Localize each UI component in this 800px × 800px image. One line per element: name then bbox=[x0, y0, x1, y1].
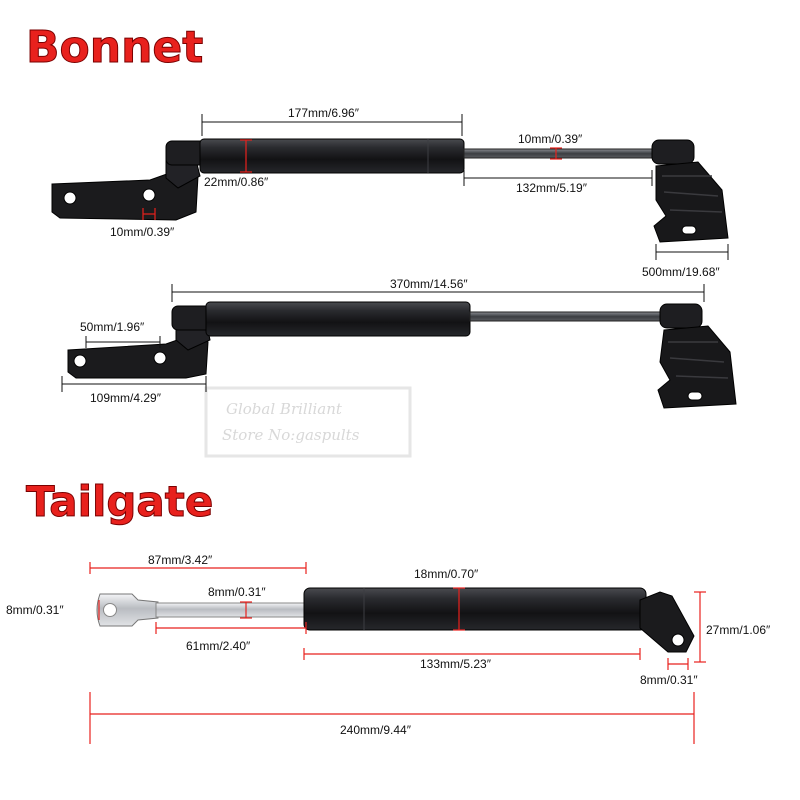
label-body-diameter: 18mm/0.70″ bbox=[414, 567, 479, 581]
strut-rod bbox=[469, 311, 667, 322]
bracket-hole bbox=[63, 191, 77, 205]
label-hole-spacing: 50mm/1.96″ bbox=[80, 320, 145, 334]
strut-body bbox=[205, 301, 471, 337]
watermark-line-1: Global Brilliant bbox=[226, 400, 343, 418]
label-bracket-length: 109mm/4.29″ bbox=[90, 391, 162, 405]
bonnet-strut-2-dimensions: 370mm/14.56″ 50mm/1.96″ 109mm/4.29″ bbox=[61, 277, 705, 405]
bracket-hole bbox=[73, 354, 87, 368]
strut-body bbox=[199, 138, 465, 174]
label-hole-diameter: 10mm/0.39″ bbox=[110, 225, 175, 239]
label-bracket-span: 500mm/19.68″ bbox=[642, 265, 720, 279]
tailgate-strut-dimensions: 87mm/3.42″ 8mm/0.31″ 8mm/0.31″ 18mm/0.70… bbox=[6, 553, 771, 744]
end-fitting bbox=[639, 591, 695, 653]
tailgate-heading: Tailgate bbox=[26, 477, 213, 526]
label-total-length: 370mm/14.56″ bbox=[390, 277, 468, 291]
bonnet-heading: Bonnet bbox=[26, 22, 203, 73]
label-rod-diameter: 10mm/0.39″ bbox=[518, 132, 583, 146]
left-bracket bbox=[67, 333, 209, 379]
strut-body bbox=[303, 587, 647, 631]
right-bracket bbox=[653, 161, 729, 243]
left-bracket bbox=[51, 169, 199, 221]
label-total-length: 240mm/9.44″ bbox=[340, 723, 412, 737]
bonnet-strut-1 bbox=[51, 138, 729, 243]
label-rod-end-length: 87mm/3.42″ bbox=[148, 553, 213, 567]
bonnet-strut-1-dimensions: 177mm/6.96″ 22mm/0.86″ 10mm/0.39″ 132mm/… bbox=[110, 106, 729, 279]
label-body-diameter: 22mm/0.86″ bbox=[204, 175, 269, 189]
chrome-eye-end bbox=[96, 593, 159, 627]
label-eye-diameter: 8mm/0.31″ bbox=[6, 603, 64, 617]
tailgate-strut bbox=[96, 587, 695, 653]
strut-rod bbox=[463, 148, 659, 159]
label-rod-length: 61mm/2.40″ bbox=[186, 639, 251, 653]
watermark: Global Brilliant Store No:gaspults bbox=[204, 386, 412, 458]
bonnet-strut-2 bbox=[67, 301, 737, 409]
label-rod-length: 132mm/5.19″ bbox=[516, 181, 588, 195]
label-body-length: 177mm/6.96″ bbox=[288, 106, 360, 120]
label-rod-diameter: 8mm/0.31″ bbox=[208, 585, 266, 599]
watermark-line-2: Store No:gaspults bbox=[222, 426, 360, 444]
right-bracket bbox=[657, 325, 737, 409]
label-body-length: 133mm/5.23″ bbox=[420, 657, 492, 671]
label-end-eye-diameter: 8mm/0.31″ bbox=[640, 673, 698, 687]
eye-hole bbox=[671, 633, 685, 647]
bracket-hole bbox=[153, 351, 167, 365]
eye-hole bbox=[103, 603, 117, 617]
bracket-hole bbox=[142, 188, 156, 202]
strut-rod bbox=[155, 602, 307, 618]
label-end-fitting-height: 27mm/1.06″ bbox=[706, 623, 771, 637]
